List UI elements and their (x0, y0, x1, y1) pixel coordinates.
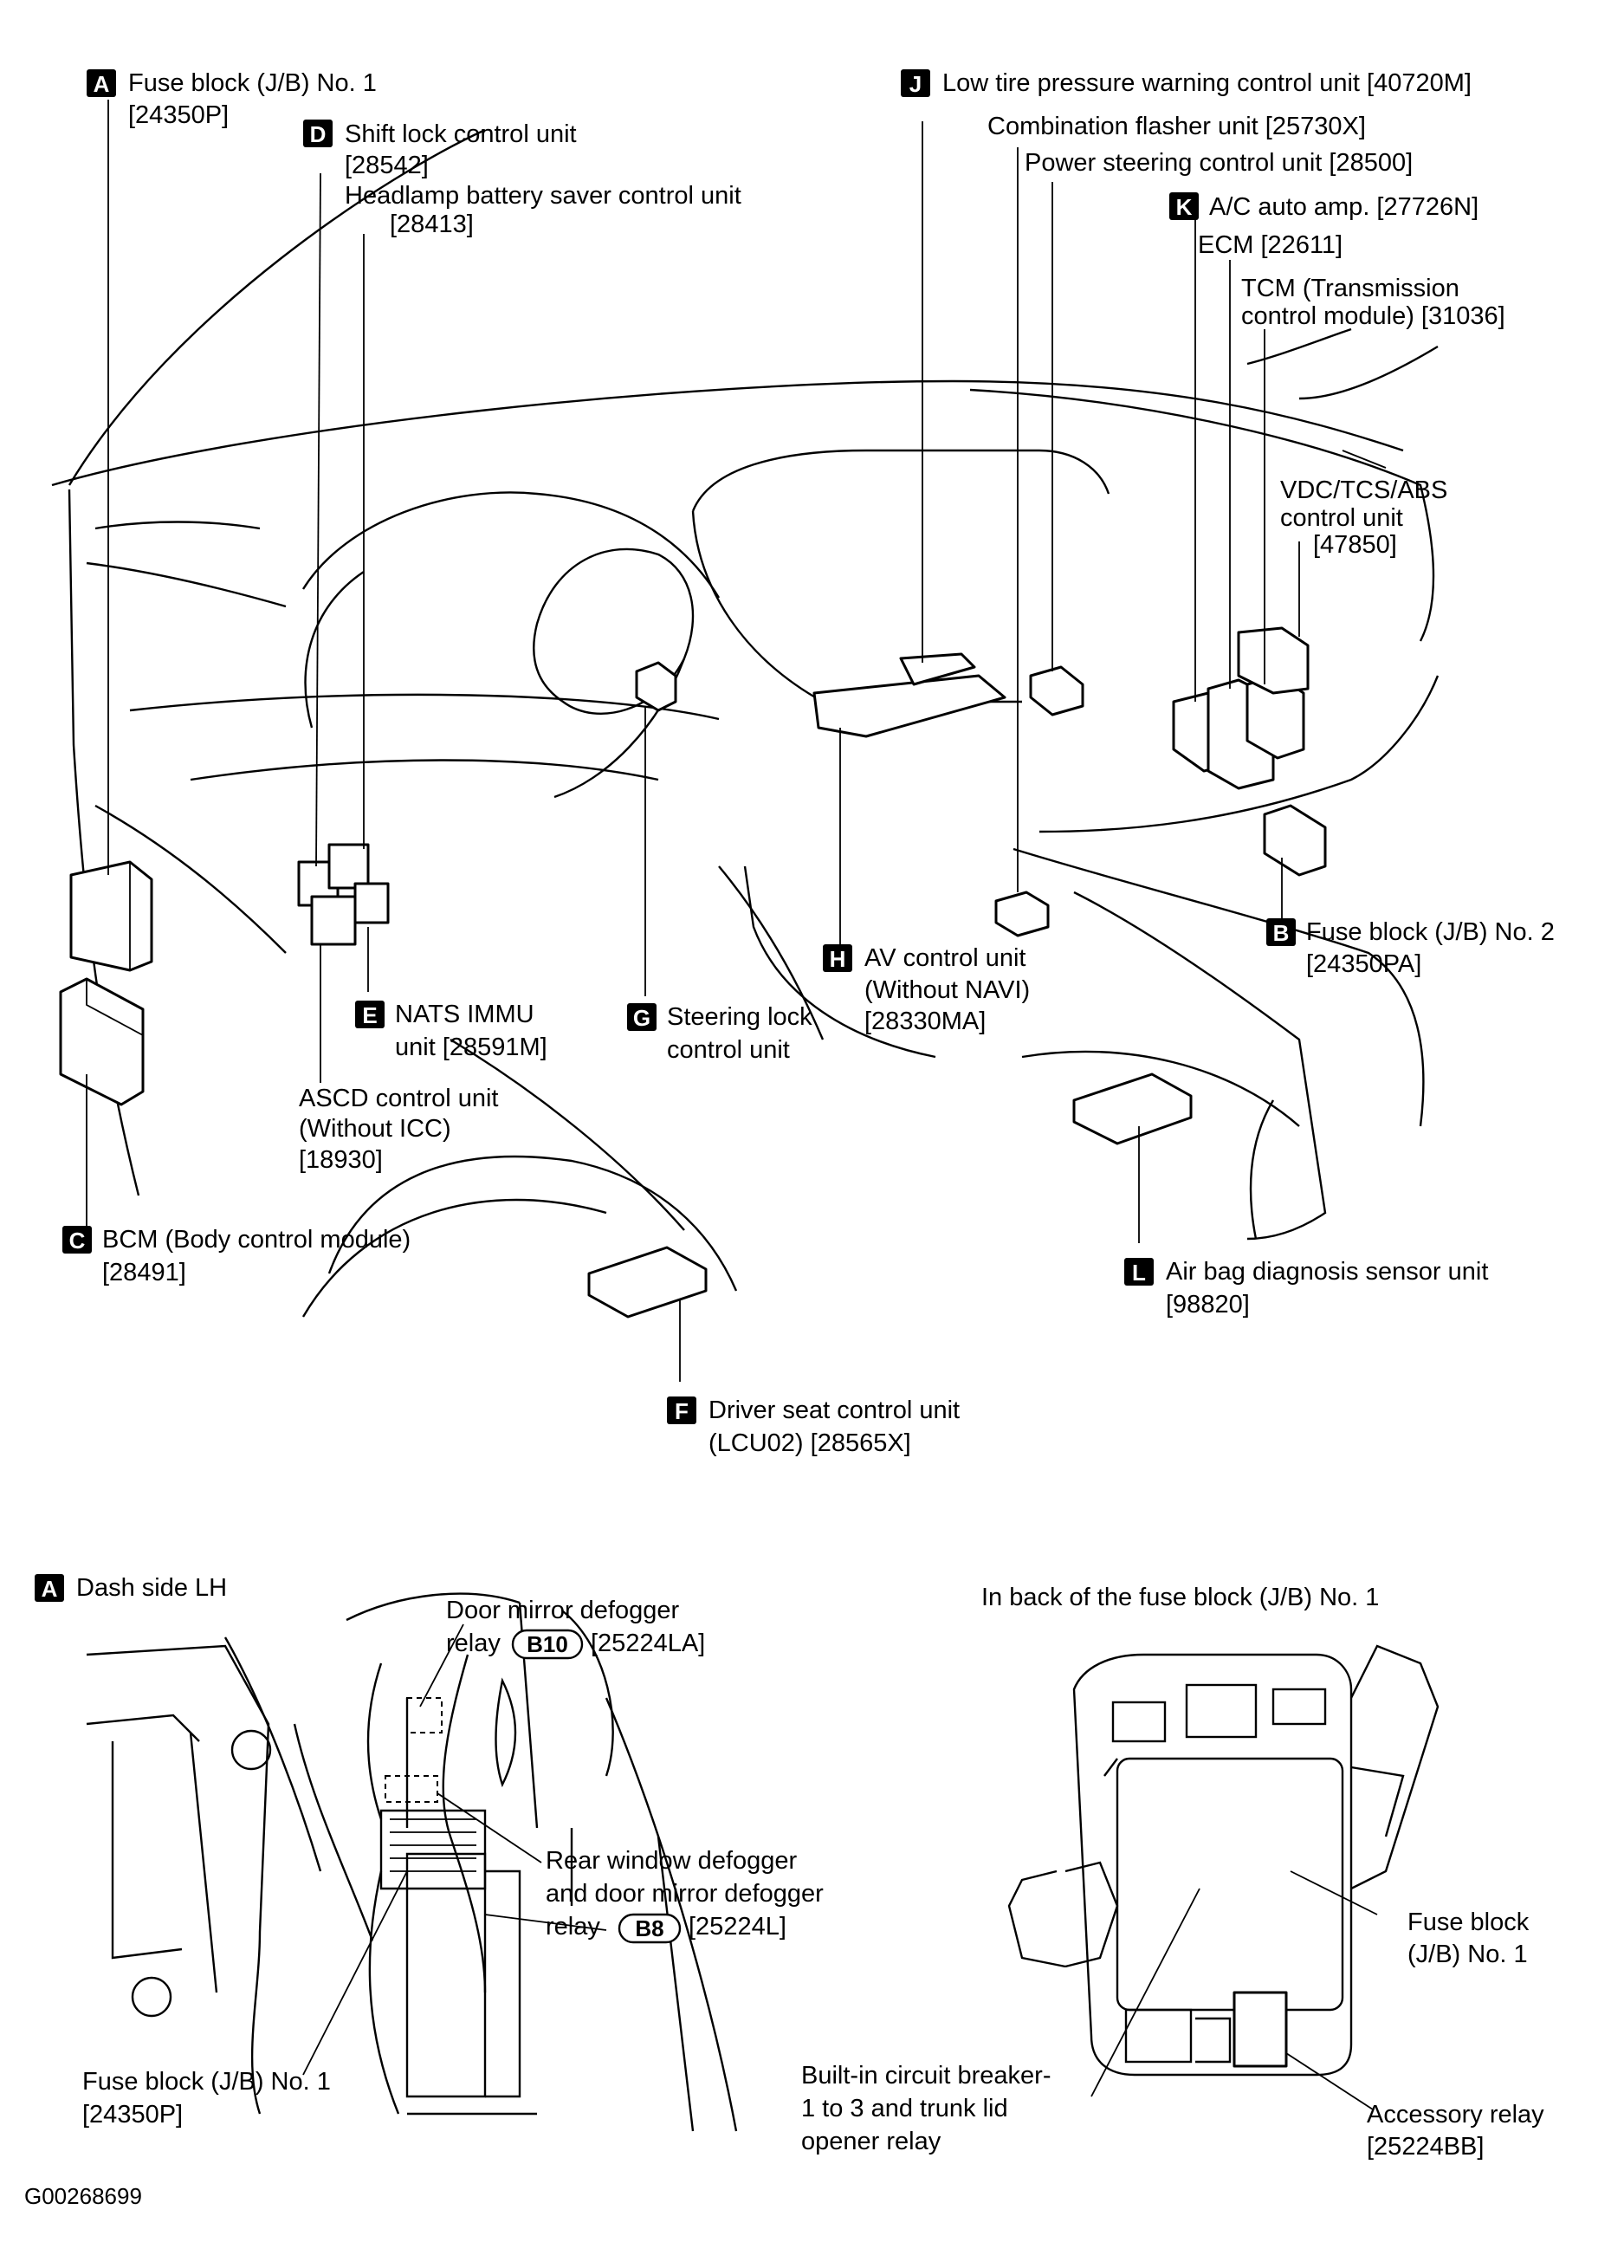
label-circuit-breaker-3: opener relay (801, 2128, 941, 2155)
label-accessory-relay-code: [25224BB] (1367, 2133, 1484, 2161)
part-bcm (59, 977, 145, 1106)
label-fuse-block-1: Fuse block (J/B) No. 1 (128, 69, 377, 97)
label-av-control-code: [28330MA] (864, 1008, 986, 1035)
svg-text:F: F (675, 1398, 689, 1424)
part-fuse-block-1 (69, 860, 153, 972)
label-rear-window-code: [25224L] (689, 1913, 786, 1941)
label-vdc: VDC/TCS/ABS (1280, 476, 1447, 504)
label-ascd-sub: (Without ICC) (299, 1115, 451, 1143)
label-bcm: BCM (Body control module) (102, 1226, 411, 1254)
svg-text:L: L (1132, 1260, 1146, 1286)
fuse-block-back-illustration (1007, 1644, 1440, 2110)
connector-b10-badge: B10 (511, 1629, 584, 1660)
label-circuit-breaker: Built-in circuit breaker- (801, 2062, 1051, 2090)
part-low-tire-unit (994, 891, 1050, 937)
label-door-mirror-code: [25224LA] (591, 1630, 705, 1657)
label-av-control: AV control unit (864, 944, 1026, 972)
part-steering-lock-unit (635, 661, 677, 712)
mark-D: D (303, 120, 333, 147)
mark-E: E (355, 1001, 385, 1028)
mark-G: G (627, 1003, 657, 1031)
mark-F: F (667, 1396, 696, 1424)
mark-H: H (823, 944, 852, 972)
label-bcm-code: [28491] (102, 1259, 186, 1286)
svg-text:A: A (42, 1576, 58, 1602)
label-flasher: Combination flasher unit [25730X] (987, 113, 1366, 140)
label-nats-immu: NATS IMMU (395, 1001, 534, 1028)
svg-text:B: B (1273, 920, 1290, 946)
svg-text:A: A (94, 71, 110, 97)
label-power-steering: Power steering control unit [28500] (1025, 149, 1413, 177)
svg-text:E: E (362, 1002, 377, 1028)
label-fuse-block-1-code: [24350P] (128, 101, 229, 129)
label-fuse-block-2-code: [24350PA] (1306, 950, 1421, 978)
label-door-mirror-defogger: Door mirror defogger (446, 1597, 679, 1624)
label-accessory-relay: Accessory relay (1367, 2101, 1544, 2129)
part-power-steering-unit (1029, 665, 1084, 716)
svg-text:H: H (830, 946, 846, 972)
figure-id: G00268699 (24, 2183, 142, 2209)
label-dash-fuse-block-code: [24350P] (82, 2101, 183, 2129)
label-ascd-code: [18930] (299, 1146, 383, 1174)
label-steering-lock-sub: control unit (667, 1036, 790, 1064)
label-ac-auto-amp: A/C auto amp. [27726N] (1209, 193, 1478, 221)
svg-text:K: K (1176, 194, 1193, 220)
part-fuse-block-2 (1263, 804, 1327, 877)
label-tcm-code: control module) [31036] (1241, 302, 1505, 330)
svg-text:J: J (909, 71, 922, 97)
dash-side-title: Dash side LH (76, 1574, 227, 1602)
label-av-control-sub: (Without NAVI) (864, 976, 1030, 1004)
label-driver-seat: Driver seat control unit (708, 1396, 960, 1424)
label-nats-immu-code: unit [28591M] (395, 1034, 547, 1061)
svg-text:G: G (633, 1005, 650, 1031)
mark-K: K (1169, 192, 1199, 220)
label-rear-window-defogger-2: and door mirror defogger (546, 1880, 824, 1908)
mark-L: L (1124, 1258, 1154, 1286)
part-driver-seat-unit (587, 1246, 708, 1319)
part-shift-lock-cluster (297, 843, 390, 946)
label-steering-lock: Steering lock (667, 1003, 812, 1031)
mark-C: C (62, 1226, 92, 1254)
label-door-mirror-relay: relay (446, 1630, 501, 1657)
label-low-tire: Low tire pressure warning control unit [… (942, 69, 1472, 97)
fuse-back-title: In back of the fuse block (J/B) No. 1 (981, 1584, 1379, 1611)
label-shift-lock-code: [28542] (345, 152, 429, 179)
label-headlamp-saver: Headlamp battery saver control unit (345, 182, 741, 210)
label-rear-window-defogger: Rear window defogger (546, 1847, 798, 1875)
label-circuit-breaker-2: 1 to 3 and trunk lid (801, 2095, 1008, 2122)
svg-text:C: C (69, 1228, 86, 1254)
label-fuse-block-back: Fuse block (1407, 1908, 1530, 1936)
label-shift-lock: Shift lock control unit (345, 120, 577, 148)
label-airbag-sensor-code: [98820] (1166, 1291, 1250, 1319)
leader-lines-top (86, 100, 1300, 1382)
label-driver-seat-code: (LCU02) [28565X] (708, 1429, 911, 1457)
dash-side-illustration (86, 1592, 738, 2132)
connector-b8-badge: B8 (618, 1913, 682, 1944)
label-headlamp-saver-code: [28413] (390, 211, 474, 238)
svg-text:D: D (310, 121, 327, 147)
label-tcm: TCM (Transmission (1241, 275, 1459, 302)
label-fuse-block-2: Fuse block (J/B) No. 2 (1306, 918, 1555, 946)
svg-text:B10: B10 (527, 1631, 568, 1657)
label-fuse-block-back-sub: (J/B) No. 1 (1407, 1941, 1528, 1968)
mark-A-dash: A (35, 1574, 64, 1602)
part-airbag-sensor (1072, 1072, 1193, 1145)
label-ascd: ASCD control unit (299, 1085, 499, 1112)
part-ac-ecm-tcm-vdc-stack (1172, 626, 1310, 790)
mark-A-top: A (87, 69, 116, 97)
label-rear-window-relay: relay (546, 1913, 600, 1941)
label-airbag-sensor: Air bag diagnosis sensor unit (1166, 1258, 1488, 1286)
svg-text:B8: B8 (635, 1915, 663, 1941)
part-av-control-unit (812, 652, 1006, 738)
mark-B: B (1266, 918, 1296, 946)
label-ecm: ECM [22611] (1198, 231, 1343, 259)
label-dash-fuse-block: Fuse block (J/B) No. 1 (82, 2068, 331, 2096)
label-vdc-code: [47850] (1313, 531, 1397, 559)
label-vdc-sub: control unit (1280, 504, 1403, 532)
mark-J: J (901, 69, 930, 97)
